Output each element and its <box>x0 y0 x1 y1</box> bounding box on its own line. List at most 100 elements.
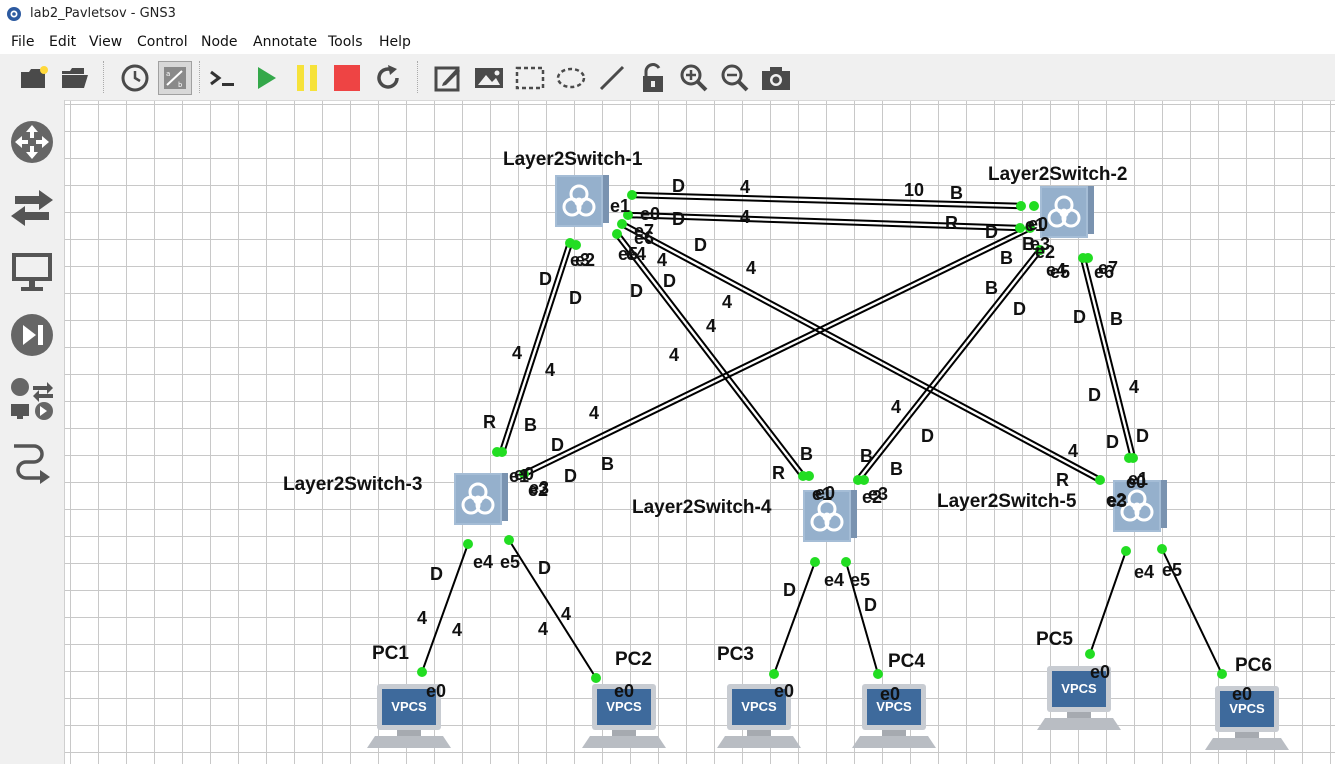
port-dot[interactable] <box>1083 253 1093 263</box>
menu-node[interactable]: Node <box>201 34 238 50</box>
port-dot[interactable] <box>859 475 869 485</box>
port-label: e0 <box>514 464 534 484</box>
menu-control[interactable]: Control <box>137 34 188 50</box>
trunk-link[interactable] <box>522 225 1030 473</box>
trunk-link[interactable] <box>631 196 1021 210</box>
access-link[interactable] <box>1089 550 1127 655</box>
port-dot[interactable] <box>1015 223 1025 233</box>
insert-image-icon[interactable] <box>472 61 506 95</box>
new-project-icon[interactable] <box>17 61 51 95</box>
all-devices-icon[interactable] <box>8 373 56 425</box>
trunk-link[interactable] <box>524 229 1032 477</box>
vpcs-node-pc5[interactable]: VPCS <box>1037 666 1121 730</box>
port-dot[interactable] <box>571 240 581 250</box>
add-note-icon[interactable] <box>431 61 465 95</box>
trunk-link[interactable] <box>617 232 806 476</box>
port-label: e1 <box>1025 215 1045 235</box>
suspend-all-icon[interactable] <box>290 61 324 95</box>
menu-edit[interactable]: Edit <box>49 34 77 50</box>
draw-line-icon[interactable] <box>595 61 629 95</box>
lock-icon[interactable] <box>636 61 670 95</box>
port-dot[interactable] <box>1016 201 1026 211</box>
zoom-in-icon[interactable] <box>677 61 711 95</box>
menu-file[interactable]: File <box>11 34 35 50</box>
stop-all-icon[interactable] <box>330 61 364 95</box>
trunk-link[interactable] <box>628 211 1021 227</box>
port-dot[interactable] <box>504 535 514 545</box>
console-all-icon[interactable] <box>207 61 241 95</box>
switch-node-sw3[interactable] <box>452 471 510 527</box>
port-dot[interactable] <box>810 557 820 567</box>
menu-annotate[interactable]: Annotate <box>253 34 318 50</box>
snapshot-icon[interactable] <box>118 61 152 95</box>
switch-node-sw1[interactable] <box>553 173 611 229</box>
port-dot[interactable] <box>1029 201 1039 211</box>
access-link[interactable] <box>421 543 469 673</box>
routers-icon[interactable] <box>8 116 56 168</box>
vpcs-node-pc4[interactable]: VPCS <box>852 684 936 748</box>
trunk-link[interactable] <box>855 248 1040 480</box>
port-dot[interactable] <box>1121 546 1131 556</box>
menu-tools[interactable]: Tools <box>328 34 363 50</box>
trunk-link[interactable] <box>627 216 1020 232</box>
vpcs-node-pc1[interactable]: VPCS <box>367 684 451 748</box>
draw-rectangle-icon[interactable] <box>513 61 547 95</box>
trunk-link[interactable] <box>498 242 569 452</box>
port-dot[interactable] <box>591 673 601 683</box>
start-all-icon[interactable] <box>249 61 283 95</box>
trunk-link[interactable] <box>614 234 803 478</box>
vpcs-node-pc6[interactable]: VPCS <box>1205 686 1289 750</box>
port-dot[interactable] <box>627 190 637 200</box>
link-status-label: 4 <box>561 604 571 624</box>
reload-all-icon[interactable] <box>371 61 405 95</box>
switch-node-sw2[interactable] <box>1038 184 1096 240</box>
gns3-app-icon <box>7 7 21 21</box>
port-dot[interactable] <box>804 471 814 481</box>
port-dot[interactable] <box>873 669 883 679</box>
port-dot[interactable] <box>617 219 627 229</box>
port-dot[interactable] <box>612 229 622 239</box>
port-dot[interactable] <box>1124 453 1134 463</box>
security-devices-icon[interactable] <box>8 309 56 361</box>
trunk-link[interactable] <box>503 243 574 453</box>
trunk-link[interactable] <box>858 250 1043 482</box>
port-dot[interactable] <box>519 469 529 479</box>
trunk-link[interactable] <box>1079 258 1132 459</box>
add-link-icon[interactable] <box>8 436 56 488</box>
zoom-out-icon[interactable] <box>718 61 752 95</box>
end-devices-icon[interactable] <box>8 246 56 298</box>
port-dot[interactable] <box>623 210 633 220</box>
access-link[interactable] <box>1161 548 1223 675</box>
vpcs-node-pc2[interactable]: VPCS <box>582 684 666 748</box>
port-dot[interactable] <box>1025 223 1035 233</box>
trunk-link[interactable] <box>622 221 1102 479</box>
trunk-link[interactable] <box>632 191 1022 205</box>
port-dot[interactable] <box>841 557 851 567</box>
port-label: e5 <box>1162 560 1182 580</box>
port-dot[interactable] <box>417 667 427 677</box>
draw-ellipse-icon[interactable] <box>554 61 588 95</box>
vpcs-node-pc3[interactable]: VPCS <box>717 684 801 748</box>
port-dot[interactable] <box>1035 245 1045 255</box>
port-dot[interactable] <box>1157 544 1167 554</box>
menu-help[interactable]: Help <box>379 34 411 50</box>
port-dot[interactable] <box>1085 649 1095 659</box>
port-dot[interactable] <box>769 669 779 679</box>
trunk-link[interactable] <box>620 225 1100 483</box>
menu-view[interactable]: View <box>89 34 123 50</box>
access-link[interactable] <box>845 561 879 675</box>
screenshot-icon[interactable] <box>759 61 793 95</box>
access-link[interactable] <box>773 561 816 675</box>
port-dot[interactable] <box>1217 669 1227 679</box>
port-dot[interactable] <box>1095 475 1105 485</box>
trunk-link[interactable] <box>1084 257 1137 458</box>
open-project-icon[interactable] <box>58 61 92 95</box>
switches-icon[interactable] <box>8 182 56 234</box>
port-dot[interactable] <box>492 447 502 457</box>
access-link[interactable] <box>508 539 597 679</box>
port-dot[interactable] <box>463 539 473 549</box>
